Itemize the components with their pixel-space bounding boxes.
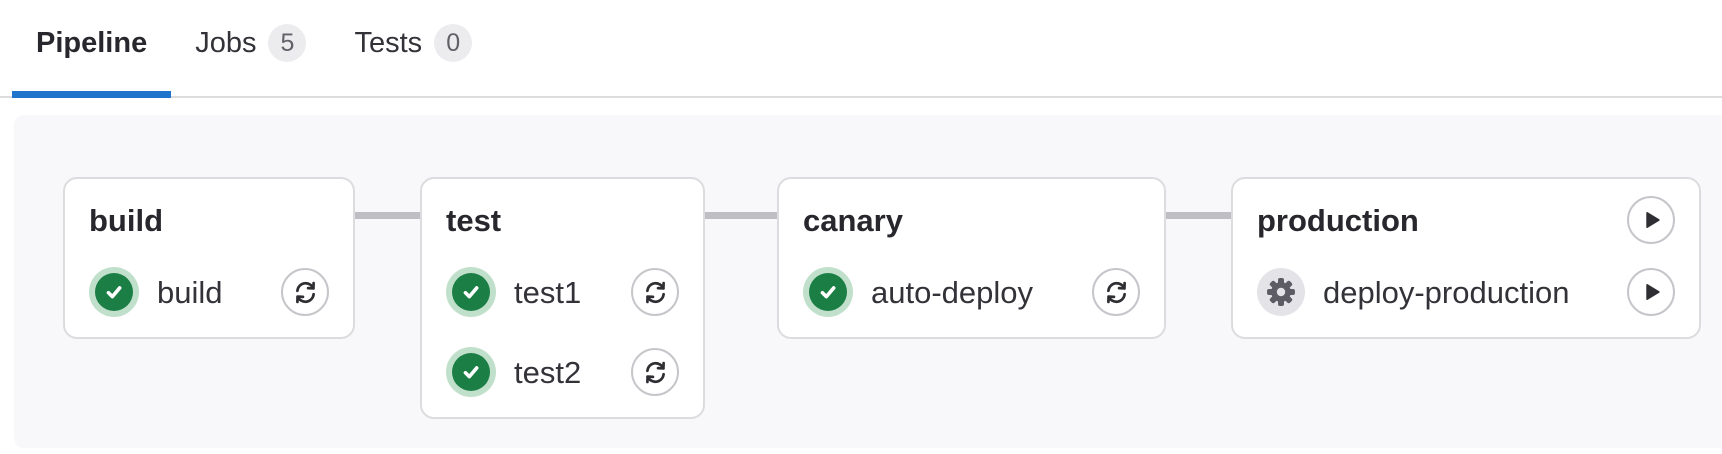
tests-count-badge: 0 — [434, 24, 473, 62]
gear-icon — [1267, 278, 1295, 306]
job-row: build — [89, 267, 329, 317]
status-success-icon — [446, 267, 496, 317]
job-name: test2 — [514, 354, 582, 390]
play-all-manual-jobs-button[interactable] — [1627, 196, 1675, 244]
job-name: deploy-production — [1323, 274, 1570, 310]
job-link-auto-deploy[interactable]: auto-deploy — [803, 267, 1033, 317]
job-link-build[interactable]: build — [89, 267, 223, 317]
job-link-deploy-production[interactable]: deploy-production — [1257, 268, 1569, 316]
status-manual-icon — [1257, 268, 1305, 316]
pipeline-tabs: Pipeline Jobs 5 Tests 0 — [0, 0, 1722, 98]
tab-jobs-label: Jobs — [195, 26, 257, 59]
retry-icon — [295, 281, 315, 303]
stage-connector-line — [355, 212, 420, 219]
tab-jobs[interactable]: Jobs 5 — [171, 0, 330, 96]
retry-icon — [645, 281, 665, 303]
status-success-icon — [446, 347, 496, 397]
stage-title: build — [89, 202, 164, 238]
status-success-icon — [803, 267, 853, 317]
stage-card-build: build build — [63, 177, 355, 339]
retry-job-button[interactable] — [631, 348, 679, 396]
retry-job-button[interactable] — [281, 268, 329, 316]
job-name: auto-deploy — [871, 274, 1034, 310]
stage-header: test — [446, 197, 679, 243]
pipeline-graph: build build — [14, 115, 1722, 448]
play-icon — [1646, 284, 1660, 300]
job-name: test1 — [514, 274, 582, 310]
tab-pipeline[interactable]: Pipeline — [12, 0, 172, 98]
stage-header: production — [1257, 196, 1675, 244]
retry-job-button[interactable] — [631, 268, 679, 316]
status-success-icon — [89, 267, 139, 317]
play-icon — [1646, 212, 1660, 228]
stage-header: canary — [803, 197, 1140, 243]
play-job-button[interactable] — [1627, 268, 1675, 316]
tab-tests[interactable]: Tests 0 — [330, 0, 496, 96]
jobs-count-badge: 5 — [268, 24, 307, 62]
stage-connector-line — [705, 212, 777, 219]
stage-card-production: production — [1231, 177, 1701, 339]
stage-title: production — [1257, 202, 1419, 238]
retry-icon — [1106, 281, 1126, 303]
job-row: auto-deploy — [803, 267, 1140, 317]
job-link-test2[interactable]: test2 — [446, 347, 581, 397]
job-name: build — [157, 274, 223, 310]
stage-connector-line — [1166, 212, 1231, 219]
job-link-test1[interactable]: test1 — [446, 267, 581, 317]
stage-header: build — [89, 197, 329, 243]
retry-icon — [645, 361, 665, 383]
retry-job-button[interactable] — [1092, 268, 1140, 316]
stage-card-test: test test1 — [420, 177, 705, 419]
job-row: test1 — [446, 267, 679, 317]
stage-title: canary — [803, 202, 903, 238]
stage-card-canary: canary auto-deploy — [777, 177, 1166, 339]
job-row: test2 — [446, 347, 679, 397]
stage-title: test — [446, 202, 502, 238]
tab-pipeline-label: Pipeline — [36, 26, 148, 59]
job-row: deploy-production — [1257, 267, 1675, 317]
tab-tests-label: Tests — [354, 26, 423, 59]
